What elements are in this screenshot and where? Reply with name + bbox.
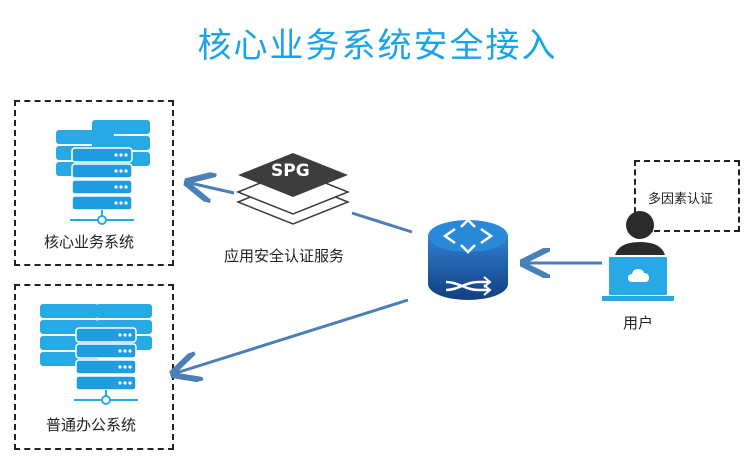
core-system-label: 核心业务系统 [44,233,135,251]
page-title: 核心业务系统安全接入 [197,26,558,66]
spg-service-label: 应用安全认证服务 [224,247,345,265]
arrow-router-to-spg [351,211,413,234]
server-stack-icon [40,304,152,405]
arrow-spg-to-core [190,183,235,193]
spg-badge: SPG [271,161,310,181]
router-icon [428,218,508,300]
core-system-box [14,100,174,266]
spg-layers-icon [235,153,351,225]
user-label: 用户 [623,314,654,332]
user-icon [614,211,666,262]
mfa-box [634,160,740,232]
cloud-icon [628,269,649,282]
server-stack-icon [56,120,150,225]
mfa-label: 多因素认证 [648,192,714,207]
arrow-router-to-office [176,298,409,373]
office-system-label: 普通办公系统 [46,416,137,434]
